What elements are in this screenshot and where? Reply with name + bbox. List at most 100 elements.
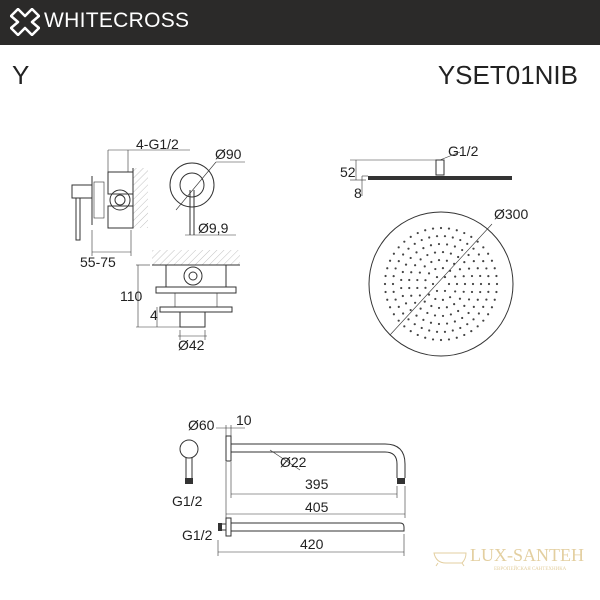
label-depth: 55-75: [80, 254, 116, 270]
nozzle-dot: [433, 314, 437, 317]
nozzle-dot: [495, 282, 499, 286]
nozzle-dot: [490, 259, 494, 262]
nozzle-dot: [479, 282, 483, 286]
header-bar: WHITECROSS: [0, 0, 600, 45]
nozzle-dot: [392, 274, 395, 278]
label-head-height: 52: [340, 164, 356, 180]
nozzle-dot: [428, 236, 431, 239]
nozzle-dot: [437, 258, 441, 262]
nozzle-dot: [454, 275, 457, 278]
whitecross-logo-icon: [10, 8, 40, 36]
nozzle-dot: [470, 330, 473, 333]
nozzle-dot: [419, 258, 422, 261]
nozzle-dot: [463, 260, 466, 264]
nozzle-dot: [439, 226, 443, 230]
label-inner-length: 395: [305, 476, 329, 492]
nozzle-dot: [458, 297, 462, 300]
nozzle-dot: [459, 238, 462, 242]
nozzle-dot: [453, 262, 456, 266]
nozzle-dot: [451, 329, 454, 332]
nozzle-dot: [410, 271, 413, 274]
nozzle-dot: [482, 246, 485, 249]
nozzle-dot: [487, 282, 491, 286]
nozzle-dot: [451, 236, 454, 239]
nozzle-dot: [416, 278, 419, 282]
shower-arm-curved: [179, 425, 406, 518]
nozzle-dot: [397, 246, 400, 249]
nozzle-dot: [391, 282, 395, 286]
nozzle-dot: [435, 275, 439, 279]
nozzle-dot: [423, 300, 426, 303]
nozzle-dot: [454, 290, 457, 293]
nozzle-dot: [419, 307, 422, 310]
label-plate-diameter: Ø90: [215, 146, 242, 162]
nozzle-dot: [448, 269, 452, 272]
nozzle-dot: [437, 322, 441, 326]
nozzle-dot: [472, 305, 475, 308]
label-lever-diameter: Ø9,9: [198, 220, 229, 236]
nozzle-dot: [408, 286, 411, 290]
nozzle-dot: [476, 240, 479, 243]
nozzle-dot: [431, 282, 435, 286]
nozzle-dot: [463, 231, 466, 235]
mixer-front-view: [169, 161, 245, 236]
nozzle-dot: [441, 314, 445, 318]
nozzle-dot: [448, 296, 452, 299]
label-arm-thread: G1/2: [172, 493, 203, 509]
watermark-name: LUX-SANTEH: [470, 545, 584, 565]
label-head-thread: G1/2: [448, 143, 479, 159]
nozzle-dot: [394, 267, 397, 270]
nozzle-dot: [487, 252, 490, 255]
label-straight-length: 420: [300, 536, 324, 552]
nozzle-dot: [409, 256, 412, 260]
nozzle-dot: [422, 246, 425, 250]
nozzle-dot: [482, 305, 485, 308]
nozzle-dot: [416, 231, 419, 235]
nozzle-dot: [386, 267, 389, 270]
nozzle-dot: [397, 305, 400, 308]
nozzle-dot: [485, 267, 488, 270]
nozzle-dot: [462, 290, 465, 293]
nozzle-dot: [418, 294, 421, 297]
nozzle-dot: [402, 253, 405, 256]
nozzle-dot: [470, 235, 473, 238]
nozzle-dot: [409, 330, 412, 333]
nozzle-dot: [463, 304, 466, 308]
nozzle-dot: [435, 289, 439, 293]
nozzle-dot: [441, 267, 445, 270]
nozzle-dot: [493, 267, 496, 270]
nozzle-dot: [493, 298, 496, 301]
nozzle-dot: [453, 320, 456, 323]
nozzle-dot: [443, 235, 447, 238]
nozzle-dot: [400, 286, 403, 290]
nozzle-dot: [463, 282, 467, 286]
nozzle-dot: [431, 227, 435, 230]
model-number: YSET01NIB: [437, 60, 578, 90]
nozzle-dot: [453, 302, 456, 306]
nozzle-dot: [439, 338, 443, 342]
nozzle-dot: [455, 336, 458, 339]
nozzle-dot: [495, 290, 498, 294]
nozzle-dot: [472, 318, 475, 321]
nozzle-dot: [424, 279, 427, 282]
nozzle-dot: [443, 289, 447, 293]
nozzle-dot: [407, 247, 410, 250]
label-tube-diameter: Ø22: [280, 454, 307, 470]
label-offset: 4: [150, 307, 158, 323]
nozzle-dot: [433, 251, 437, 254]
label-body-diameter: Ø42: [178, 337, 205, 353]
nozzle-dot: [445, 322, 449, 325]
nozzle-dot: [413, 323, 416, 326]
label-head-diameter: Ø300: [494, 206, 528, 222]
nozzle-dot: [453, 245, 456, 248]
nozzle-dot: [392, 313, 395, 316]
brand-name: WHITECROSS: [44, 9, 190, 32]
bathtub-logo-icon: [433, 552, 467, 567]
nozzle-dot: [445, 306, 448, 309]
shower-head-front-view: [368, 211, 514, 357]
nozzle-dot: [394, 298, 397, 301]
nozzle-dot: [429, 321, 433, 324]
nozzle-dot: [423, 265, 426, 268]
nozzle-dot: [404, 263, 408, 266]
